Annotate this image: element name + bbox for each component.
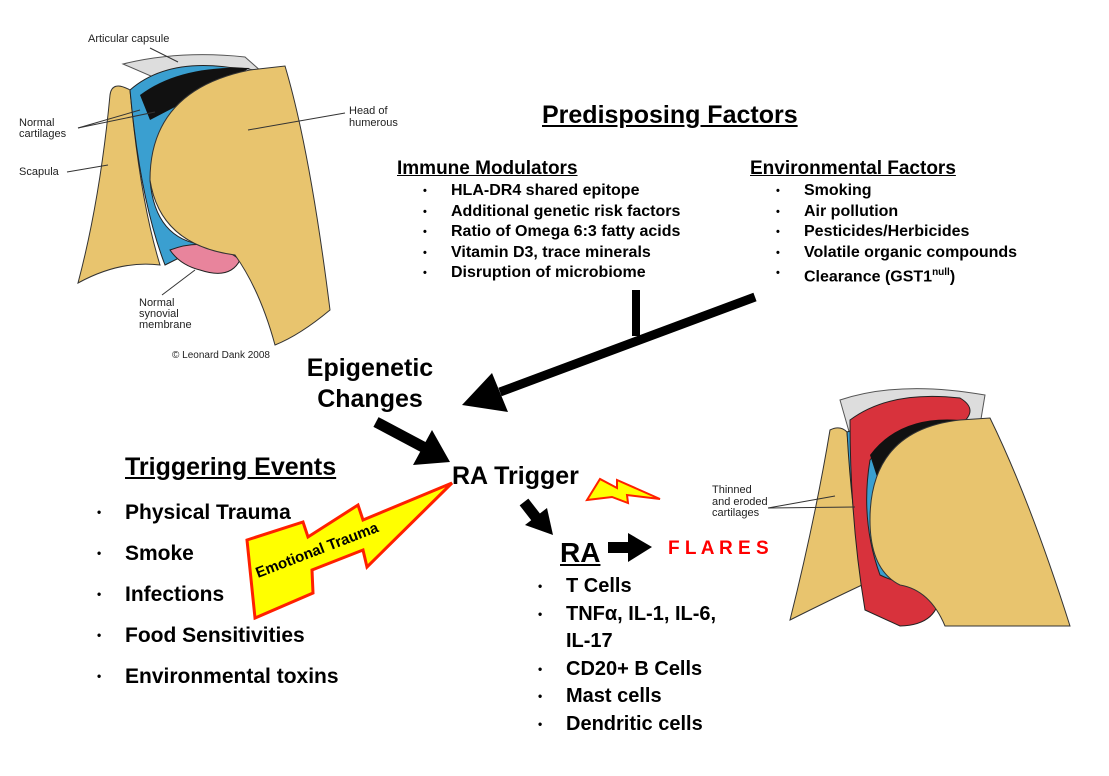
- normal-joint-illustration: [66, 47, 346, 346]
- flare-bolt-icon: [585, 477, 661, 505]
- triggering-title: Triggering Events: [125, 453, 337, 481]
- list-item: Additional genetic risk factors: [423, 202, 680, 223]
- list-item: Food Sensitivities: [97, 615, 339, 656]
- list-item: Physical Trauma: [97, 492, 339, 533]
- predisposing-title: Predisposing Factors: [542, 101, 798, 129]
- label-thinned-2: and eroded: [712, 496, 768, 508]
- list-item: CD20+ B Cells: [538, 656, 716, 684]
- label-scapula: Scapula: [19, 166, 59, 178]
- immune-list: HLA-DR4 shared epitope Additional geneti…: [423, 181, 680, 284]
- ra-title: RA: [560, 537, 601, 568]
- ra-list: T Cells TNFα, IL-1, IL-6, IL-17 CD20+ B …: [538, 573, 716, 738]
- flow-arrows: [373, 290, 757, 562]
- immune-title: Immune Modulators: [397, 158, 578, 179]
- label-articular-capsule: Articular capsule: [88, 33, 170, 45]
- list-item: Air pollution: [776, 202, 1017, 223]
- list-item: Dendritic cells: [538, 711, 716, 739]
- arrow-to-ra-trigger: [413, 430, 450, 465]
- list-item: Ratio of Omega 6:3 fatty acids: [423, 222, 680, 243]
- list-item: TNFα, IL-1, IL-6,: [538, 601, 716, 629]
- label-thinned-3: cartilages: [712, 507, 760, 519]
- label-head-2: humerous: [349, 117, 398, 129]
- label-synovial-1: Normal: [139, 297, 175, 309]
- triggering-list: Physical Trauma Smoke Infections Food Se…: [97, 492, 339, 697]
- list-item: Pesticides/Herbicides: [776, 222, 1017, 243]
- list-item: T Cells: [538, 573, 716, 601]
- arrow-to-flares: [628, 533, 652, 562]
- label-thinned-1: Thinned: [712, 484, 752, 496]
- list-item: Volatile organic compounds: [776, 243, 1017, 264]
- list-item: Mast cells: [538, 683, 716, 711]
- list-item: Smoke: [97, 533, 339, 574]
- list-item: Infections: [97, 574, 339, 615]
- environmental-title: Environmental Factors: [750, 158, 956, 179]
- list-item: IL-17: [566, 630, 613, 652]
- list-item: Clearance (GST1null): [776, 263, 1017, 288]
- list-item: Environmental toxins: [97, 656, 339, 697]
- label-head-1: Head of: [349, 105, 388, 117]
- label-synovial-2: synovial: [139, 308, 179, 320]
- list-item: Disruption of microbiome: [423, 263, 680, 284]
- label-synovial-3: membrane: [139, 319, 192, 331]
- label-normal-cartilages-1: Normal: [19, 117, 55, 129]
- label-normal-cartilages-2: cartilages: [19, 128, 67, 140]
- flares-label: F L A R E S: [668, 538, 769, 559]
- arrow-to-ra: [525, 508, 553, 535]
- list-item: Vitamin D3, trace minerals: [423, 243, 680, 264]
- list-item: Smoking: [776, 181, 1017, 202]
- arrow-to-epigenetic: [462, 373, 508, 412]
- copyright: © Leonard Dank 2008: [172, 350, 270, 361]
- ra-trigger: RA Trigger: [452, 462, 579, 490]
- list-item: HLA-DR4 shared epitope: [423, 181, 680, 202]
- ra-joint-illustration: [767, 388, 1071, 627]
- environmental-list: Smoking Air pollution Pesticides/Herbici…: [776, 181, 1017, 288]
- epigenetic-changes: Epigenetic Changes: [306, 354, 434, 413]
- immune-connector-line: [632, 290, 640, 336]
